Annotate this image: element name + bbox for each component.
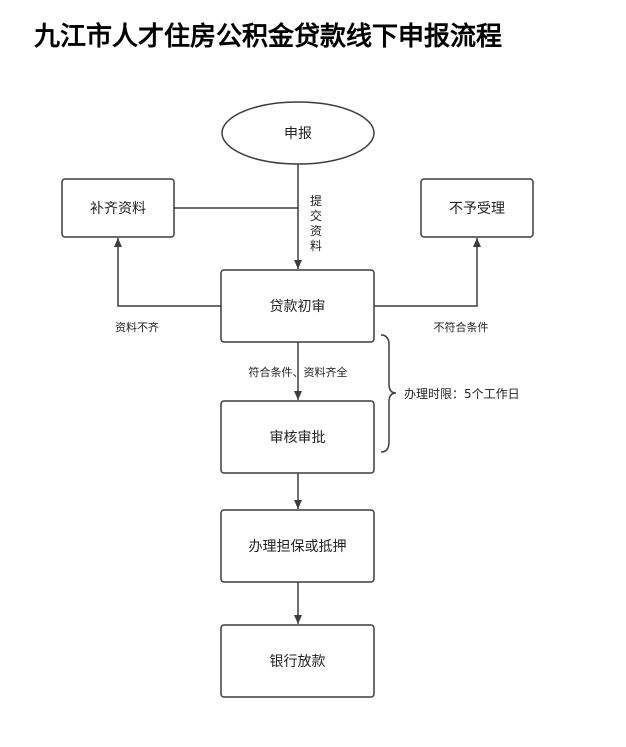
node-initial-review: 贷款初审 (220, 269, 375, 343)
page-title: 九江市人才住房公积金贷款线下申报流程 (34, 22, 503, 52)
time-limit-label: 办理时限：5个工作日 (404, 386, 520, 401)
time-limit-brace (380, 334, 397, 453)
node-reject-label: 不予受理 (449, 201, 505, 217)
edge-submit-char: 交 (310, 208, 322, 223)
edge-review-to-supplement (114, 238, 221, 307)
node-loan-label: 银行放款 (270, 654, 326, 670)
node-apply-label: 申报 (284, 126, 312, 142)
edge-incomplete-label: 资料不齐 (115, 320, 159, 334)
edge-submit-char: 提 (310, 193, 322, 208)
node-approval-label: 审核审批 (270, 430, 326, 446)
node-guarantee: 办理担保或抵押 (220, 509, 375, 583)
edge-review-to-reject (374, 238, 481, 307)
node-supplement: 补齐资料 (61, 178, 175, 238)
node-approval: 审核审批 (220, 400, 375, 474)
node-initial-review-label: 贷款初审 (270, 298, 326, 315)
edge-submit-char: 资 (310, 224, 322, 238)
edge-not-eligible-label: 不符合条件 (434, 320, 489, 334)
edge-eligible-label: 符合条件、资料齐全 (249, 365, 348, 379)
edge-submit-label: 提 交 资 料 (310, 193, 322, 253)
node-reject: 不予受理 (420, 178, 534, 238)
node-apply: 申报 (221, 101, 375, 165)
edge-submit-char: 料 (310, 239, 322, 253)
node-supplement-label: 补齐资料 (90, 201, 146, 217)
node-guarantee-label: 办理担保或抵押 (249, 539, 347, 555)
node-loan: 银行放款 (220, 624, 375, 698)
